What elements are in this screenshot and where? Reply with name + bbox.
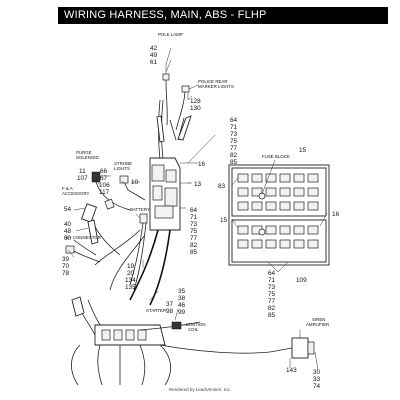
callout-46: 46: [178, 302, 186, 309]
callout-75-center: 75: [190, 228, 198, 235]
callout-75-upper: 75: [230, 138, 238, 145]
callout-71-lower: 71: [268, 277, 276, 284]
fa-accessory-connector: [80, 203, 121, 256]
callout-64-upper: 64: [230, 117, 238, 124]
purge-solenoid-label-2: SOLENOID: [76, 155, 99, 160]
callout-82-lower: 82: [268, 305, 276, 312]
callout-107: 107: [77, 175, 88, 182]
callout-73-upper: 73: [230, 131, 238, 138]
purge-solenoid-connector: [91, 171, 131, 211]
pole-lamp-lead: [162, 47, 172, 126]
strobe-lights-label-2: LIGHTS: [114, 166, 130, 171]
callout-135: 135: [125, 284, 136, 291]
strobe-lights-label: STROBE: [114, 161, 132, 166]
callout-15-top: 15: [299, 147, 307, 154]
callout-42: 42: [150, 45, 158, 52]
callout-35: 35: [178, 288, 186, 295]
callout-48: 48: [64, 228, 72, 235]
pole-lamp-label: POLE LAMP: [158, 32, 183, 37]
callout-64-center: 64: [190, 207, 198, 214]
callout-16-left: 16: [198, 161, 206, 168]
callout-54: 54: [64, 206, 72, 213]
captions: POLE LAMP POLICE REAR MARKER LIGHTS PURG…: [62, 32, 329, 332]
callout-13: 13: [194, 181, 202, 188]
callout-130: 130: [190, 105, 201, 112]
callout-85-center: 85: [190, 249, 198, 256]
callout-71-center: 71: [190, 214, 198, 221]
callout-106: 106: [99, 182, 110, 189]
siren-amplifier-label-2: AMPLIFIER: [306, 322, 329, 327]
lower-harness-cluster: [71, 296, 201, 386]
callout-98: 98: [166, 308, 174, 315]
callout-143: 143: [286, 367, 297, 374]
strobe-lights-lead: [119, 175, 146, 201]
ignition-coil-connector: [171, 321, 188, 330]
callout-30: 30: [313, 369, 321, 376]
callout-77-center: 77: [190, 235, 198, 242]
callout-64-lower: 64: [268, 270, 276, 277]
rear-marker-label: POLICE REAR: [198, 79, 228, 84]
callout-99: 99: [178, 309, 186, 316]
callout-85-upper: 85: [230, 159, 238, 166]
callout-10: 10: [131, 179, 139, 186]
battery-label: BATTERY: [130, 207, 150, 212]
footer-credit: Rendered by LeadVenture, Inc.: [168, 387, 232, 392]
callout-73-center: 73: [190, 221, 198, 228]
siren-amplifier-lead: [159, 337, 315, 359]
bplus-connector: [65, 239, 101, 263]
purge-solenoid-label: PURGE: [76, 150, 92, 155]
callout-83: 83: [218, 183, 226, 190]
callout-11: 11: [79, 168, 86, 175]
fuse-block: [228, 164, 330, 266]
callout-40: 40: [64, 221, 72, 228]
callout-67: 67: [100, 175, 108, 182]
callout-19: 19: [127, 263, 135, 270]
bplus-connector-label: B+ CONNECTOR: [66, 235, 101, 240]
callout-60: 60: [64, 235, 72, 242]
callout-109: 109: [296, 277, 307, 284]
callout-74: 74: [313, 383, 321, 390]
callout-66: 66: [100, 168, 108, 175]
callout-61: 61: [150, 59, 158, 66]
battery-cable: [129, 213, 148, 291]
callout-15-left: 15: [220, 217, 228, 224]
callout-82-center: 82: [190, 242, 198, 249]
callout-73-lower: 73: [268, 284, 276, 291]
callout-75-lower: 75: [268, 291, 276, 298]
callout-77-lower: 77: [268, 298, 276, 305]
fuse-block-label: FUSE BLOCK: [262, 154, 290, 159]
callout-134: 134: [125, 277, 136, 284]
callout-20: 20: [127, 270, 135, 277]
callout-16-right: 16: [332, 211, 340, 218]
callout-33: 33: [313, 376, 321, 383]
starter-label: STARTER: [146, 308, 166, 313]
callout-49: 49: [150, 52, 158, 59]
diagram-title: WIRING HARNESS, MAIN, ABS - FLHP: [58, 7, 388, 24]
callout-39: 39: [62, 256, 70, 263]
callout-85-lower: 85: [268, 312, 276, 319]
callout-70: 70: [62, 263, 70, 270]
callout-71-upper: 71: [230, 124, 238, 131]
callout-82-upper: 82: [230, 152, 238, 159]
callout-117: 117: [99, 189, 110, 196]
fa-accessory-label-2: ACCESSORY: [62, 191, 90, 196]
siren-amplifier-label: SIREN: [312, 317, 325, 322]
callout-128: 128: [190, 98, 201, 105]
callout-37: 37: [166, 301, 174, 308]
part-callouts: 42 49 61 128 130 64 71 73 75 77 82 85 15…: [62, 45, 340, 390]
ignition-coil-label-2: COIL: [188, 327, 199, 332]
ignition-coil-label: IGNITION: [186, 322, 206, 327]
main-harness-trunk: [94, 99, 195, 306]
callout-38: 38: [178, 295, 186, 302]
fa-accessory-label: F & A: [62, 186, 73, 191]
callout-77-upper: 77: [230, 145, 238, 152]
callout-78: 78: [62, 270, 70, 277]
leader-lines: [67, 59, 328, 371]
rear-marker-label-2: MARKER LIGHTS: [198, 84, 234, 89]
